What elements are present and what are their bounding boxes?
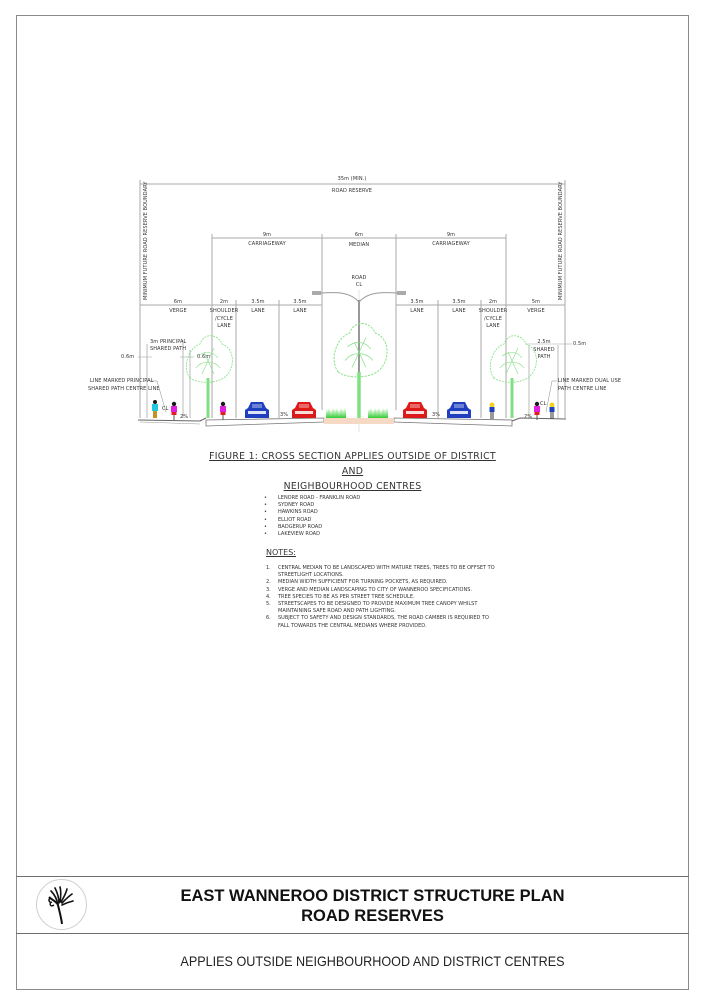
svg-text:3.5m: 3.5m — [293, 299, 306, 305]
pedestrian-icon — [152, 400, 158, 418]
svg-text:2m: 2m — [220, 299, 228, 305]
notes-list: 1.CENTRAL MEDIAN TO BE LANDSCAPED WITH M… — [266, 565, 496, 630]
svg-text:SHARED PATH CENTRE LINE: SHARED PATH CENTRE LINE — [88, 386, 160, 392]
svg-text:LANE: LANE — [410, 308, 424, 314]
svg-text:6m: 6m — [355, 232, 363, 238]
svg-text:3.5m: 3.5m — [410, 299, 423, 305]
right-verge-tree-icon — [488, 334, 538, 420]
list-item: HAWKINS ROAD — [262, 509, 360, 516]
car-red-right-icon — [403, 402, 427, 418]
car-blue-right-icon — [447, 402, 471, 418]
svg-text:LANE: LANE — [251, 308, 265, 314]
svg-text:CL: CL — [162, 406, 169, 412]
left-lane-dimensions: 6m VERGE 2m SHOULDER /CYCLE LANE 3.5m LA… — [140, 299, 322, 418]
note-item: 6.SUBJECT TO SAFETY AND DESIGN STANDARDS… — [266, 615, 489, 629]
svg-text:3m PRINCIPAL: 3m PRINCIPAL — [150, 339, 187, 345]
svg-text:/CYCLE: /CYCLE — [484, 316, 502, 322]
svg-text:2%: 2% — [180, 414, 188, 420]
left-boundary-label: MINIMUM FUTURE ROAD RESERVE BOUNDARY — [143, 181, 149, 300]
svg-text:LANE: LANE — [486, 323, 500, 329]
svg-text:PATH CENTRE LINE: PATH CENTRE LINE — [558, 386, 607, 392]
drawing-sheet-border — [16, 15, 689, 990]
title-block-top-divider — [16, 876, 689, 877]
figure-title: FIGURE 1: CROSS SECTION APPLIES OUTSIDE … — [209, 451, 496, 492]
car-red-left-icon — [292, 402, 316, 418]
cyclist-left-lane-icon — [219, 401, 227, 421]
median-grass-left-icon — [326, 408, 346, 418]
svg-text:9m: 9m — [263, 232, 271, 238]
svg-text:2.5m: 2.5m — [537, 339, 550, 345]
svg-text:ROAD RESERVE: ROAD RESERVE — [332, 188, 372, 194]
svg-text:0.6m: 0.6m — [197, 354, 210, 360]
svg-text:/CYCLE: /CYCLE — [215, 316, 233, 322]
carriageway-median-dimensions: 9m CARRIAGEWAY 6m MEDIAN 9m CARRIAGEWAY — [211, 232, 507, 418]
svg-text:0.5m: 0.5m — [573, 341, 586, 347]
cyclist-left-path-icon — [170, 401, 178, 421]
svg-text:LANE: LANE — [217, 323, 231, 329]
svg-text:SHOULDER: SHOULDER — [479, 308, 508, 314]
list-item: ELLIOT ROAD — [262, 517, 360, 524]
svg-text:SHARED: SHARED — [533, 347, 554, 353]
road-surface: 3% 3% — [137, 412, 567, 427]
svg-text:LINE MARKED DUAL USE: LINE MARKED DUAL USE — [558, 378, 621, 384]
cyclist-right-path-2-icon — [549, 402, 555, 420]
svg-text:MEDIAN: MEDIAN — [349, 242, 370, 248]
plan-subtitle: ROAD RESERVES — [301, 907, 444, 925]
svg-text:VERGE: VERGE — [527, 308, 545, 314]
svg-text:3.5m: 3.5m — [251, 299, 264, 305]
median-tree-icon — [332, 321, 389, 420]
car-blue-left-icon — [245, 402, 269, 418]
svg-text:3%: 3% — [280, 412, 288, 418]
svg-text:0.6m: 0.6m — [121, 354, 134, 360]
svg-text:PATH: PATH — [538, 354, 551, 360]
left-shared-path-details: 0.6m 0.6m 3m PRINCIPAL SHARED PATH LINE … — [88, 339, 210, 420]
svg-text:9m: 9m — [447, 232, 455, 238]
note-item: 3.VERGE AND MEDIAN LANDSCAPING TO CITY O… — [266, 586, 472, 593]
svg-text:5m: 5m — [532, 299, 540, 305]
svg-text:35m (MIN.): 35m (MIN.) — [338, 176, 367, 182]
svg-text:3%: 3% — [432, 412, 440, 418]
list-item: LENORE ROAD - FRANKLIN ROAD — [262, 495, 360, 502]
plan-title: EAST WANNEROO DISTRICT STRUCTURE PLAN — [180, 887, 565, 905]
median-grass-right-icon — [368, 408, 388, 418]
applicable-roads-list: LENORE ROAD - FRANKLIN ROAD SYDNEY ROAD … — [262, 495, 360, 538]
svg-text:VERGE: VERGE — [169, 308, 187, 314]
road-cross-section-diagram: 35m (MIN.) ROAD RESERVE MINIMUM FUTURE R… — [88, 176, 621, 432]
svg-text:CARRIAGEWAY: CARRIAGEWAY — [432, 241, 470, 247]
right-lane-dimensions: 3.5m LANE 3.5m LANE 2m SHOULDER /CYCLE L… — [396, 299, 565, 418]
svg-text:CL: CL — [540, 401, 547, 407]
note-item: 4.TREE SPECIES TO BE AS PER STREET TREE … — [266, 593, 415, 600]
svg-text:3.5m: 3.5m — [452, 299, 465, 305]
note-item: 2.MEDIAN WIDTH SUFFICIENT FOR TURNING PO… — [266, 579, 448, 586]
title-block-middle-divider — [16, 933, 689, 934]
overall-dimension: 35m (MIN.) ROAD RESERVE — [140, 176, 565, 194]
svg-text:LINE MARKED PRINCIPAL: LINE MARKED PRINCIPAL — [90, 378, 154, 384]
svg-text:2%: 2% — [524, 414, 532, 420]
svg-text:CL: CL — [356, 282, 363, 288]
applies-note: APPLIES OUTSIDE NEIGHBOURHOOD AND DISTRI… — [180, 953, 565, 969]
note-item: 1.CENTRAL MEDIAN TO BE LANDSCAPED WITH M… — [266, 565, 495, 579]
list-item: LAKEVIEW ROAD — [262, 531, 360, 538]
right-shared-path-details: 2.5m SHARED PATH 0.5m LINE MARKED DUAL U… — [524, 339, 621, 420]
note-item: 5.STREETSCAPES TO BE DESIGNED TO PROVIDE… — [266, 601, 478, 615]
svg-text:6m: 6m — [174, 299, 182, 305]
kangaroo-paw-logo-icon — [36, 879, 87, 930]
svg-text:CARRIAGEWAY: CARRIAGEWAY — [248, 241, 286, 247]
svg-text:2m: 2m — [489, 299, 497, 305]
svg-text:ROAD: ROAD — [352, 275, 367, 281]
list-item: BADGERUP ROAD — [262, 524, 360, 531]
title-block-title: EAST WANNEROO DISTRICT STRUCTURE PLAN RO… — [120, 886, 625, 926]
right-boundary-label: MINIMUM FUTURE ROAD RESERVE BOUNDARY — [558, 181, 564, 300]
svg-text:SHOULDER: SHOULDER — [210, 308, 239, 314]
list-item: SYDNEY ROAD — [262, 502, 360, 509]
left-verge-tree-icon — [184, 334, 234, 420]
svg-text:LANE: LANE — [293, 308, 307, 314]
svg-text:LANE: LANE — [452, 308, 466, 314]
cyclist-right-lane-icon — [489, 402, 495, 420]
notes-heading: NOTES: — [266, 548, 296, 557]
svg-text:SHARED PATH: SHARED PATH — [150, 346, 186, 352]
cyclist-right-path-icon — [533, 401, 541, 421]
